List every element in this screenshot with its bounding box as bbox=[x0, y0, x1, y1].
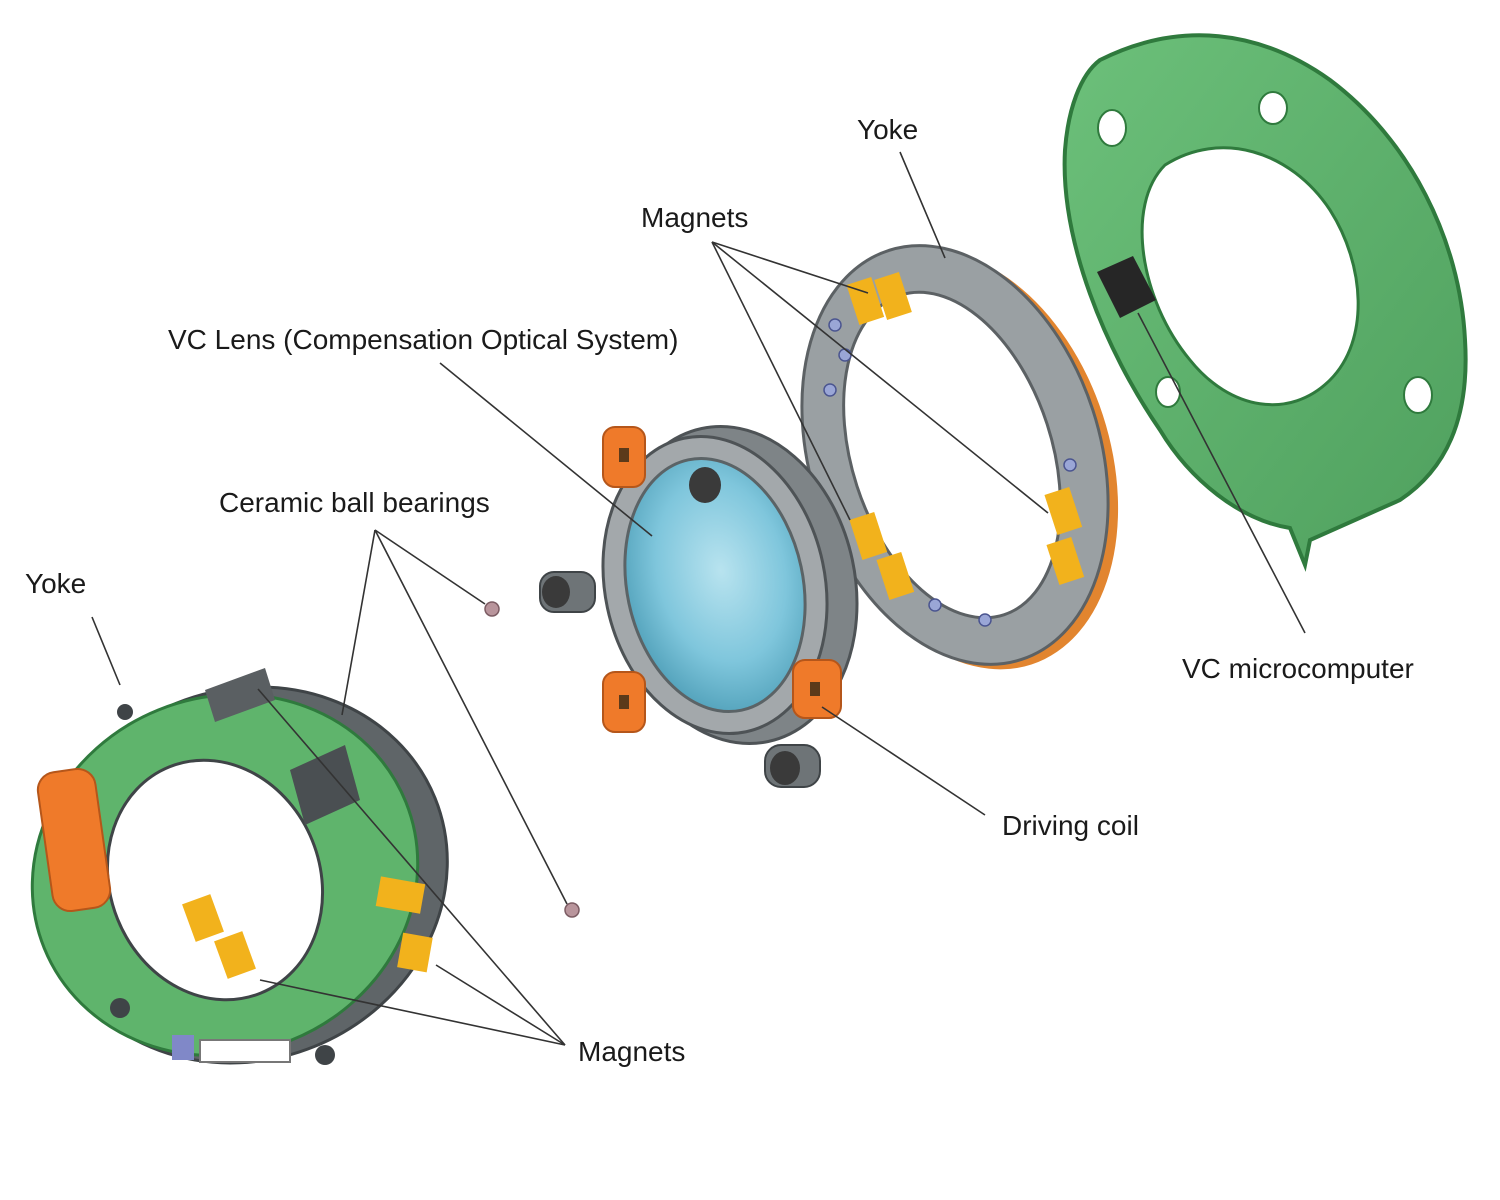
label-yoke-left: Yoke bbox=[25, 568, 87, 599]
label-ceramic-ball-bearings: Ceramic ball bearings bbox=[219, 487, 490, 518]
ball-bearing bbox=[484, 601, 500, 617]
vc-lens-assembly bbox=[539, 425, 859, 788]
vc-microcomputer-board bbox=[1062, 33, 1468, 572]
leader-lines bbox=[91, 151, 1306, 1046]
microcomputer-chip bbox=[1097, 256, 1156, 318]
vc-lens-glass bbox=[623, 456, 807, 714]
ball-bearing bbox=[564, 902, 580, 918]
label-vc-microcomputer: VC microcomputer bbox=[1182, 653, 1414, 684]
label-driving-coil: Driving coil bbox=[1002, 810, 1139, 841]
label-magnets-top: Magnets bbox=[641, 202, 749, 233]
label-magnets-bottom: Magnets bbox=[578, 1036, 686, 1067]
label-vc-lens: VC Lens (Compensation Optical System) bbox=[168, 324, 679, 355]
driving-coil-left bbox=[36, 767, 112, 913]
label-yoke-right: Yoke bbox=[857, 114, 919, 145]
yoke-left-assembly bbox=[30, 668, 449, 1065]
yoke-right-assembly bbox=[800, 244, 1119, 670]
